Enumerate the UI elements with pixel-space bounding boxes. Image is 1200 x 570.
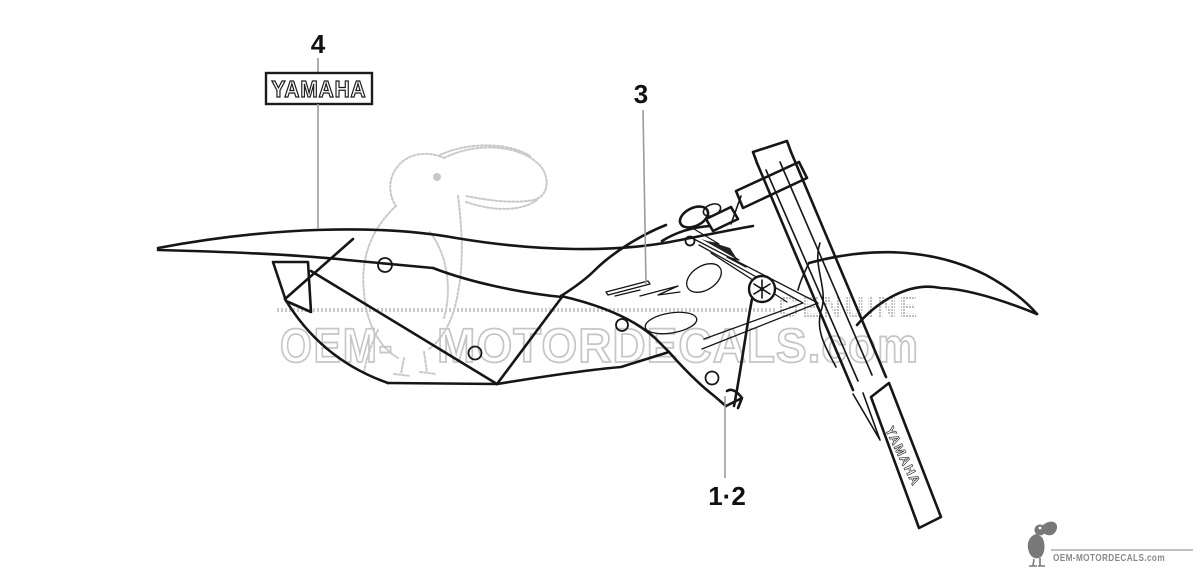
seat-front-edge bbox=[283, 237, 355, 301]
shroud-bottom-run bbox=[495, 350, 671, 386]
front-fender-left-edge bbox=[797, 262, 810, 291]
lower-panel-curve bbox=[283, 297, 390, 385]
shroud-right-edge bbox=[732, 297, 754, 408]
leaf-cutout-upper bbox=[686, 263, 722, 293]
tank-top-edge bbox=[660, 224, 712, 243]
panel-long-diagonal bbox=[309, 269, 499, 386]
footer-site-text: OEM-MOTORDECALS.com bbox=[1053, 552, 1165, 564]
brake-cable bbox=[817, 242, 837, 368]
fork-band-cap bbox=[751, 139, 793, 165]
callout-1-2-label: 1·2 bbox=[708, 481, 746, 511]
callouts-layer: 4 YAMAHA 3 1·2 bbox=[264, 29, 746, 511]
callout-3-label: 3 bbox=[634, 79, 648, 109]
shroud-inner-lower-edge bbox=[559, 294, 671, 354]
front-fender-top-edge bbox=[807, 250, 1039, 316]
shroud-left-edge bbox=[559, 223, 668, 298]
panel-up-edge bbox=[495, 295, 564, 386]
leaf-cutout-lower bbox=[644, 311, 698, 335]
triple-clamp-band bbox=[734, 160, 809, 210]
bolt-holes bbox=[377, 235, 720, 386]
rear-fender-bottom-edge bbox=[156, 248, 435, 270]
airbox-edge bbox=[431, 266, 564, 299]
yamaha-logo-decal-text: YAMAHA bbox=[272, 76, 367, 102]
fork-guard-outline bbox=[869, 381, 943, 530]
bar-clamp bbox=[704, 205, 740, 233]
front-fender-bottom-edge bbox=[855, 285, 1039, 327]
shroud-lower-edge bbox=[667, 350, 728, 408]
fork-tube-inner-lines bbox=[765, 161, 873, 382]
footer-toucan-icon bbox=[1027, 521, 1058, 567]
shroud-graphics bbox=[605, 228, 819, 350]
watermark-brand-right: MOTORDECALS.com bbox=[437, 320, 919, 373]
callout-4: 4 YAMAHA bbox=[264, 29, 374, 229]
fork-band-left bbox=[755, 161, 855, 392]
callout-3: 3 bbox=[634, 79, 648, 285]
watermark-layer: GENUINE OEM- MOTORDECALS.com bbox=[277, 144, 919, 377]
yz-logo-graphic bbox=[605, 280, 681, 297]
fork-band-right bbox=[789, 150, 888, 379]
fork-guard-spike bbox=[852, 392, 881, 441]
callout-3-leader bbox=[642, 109, 647, 285]
callout-4-label: 4 bbox=[311, 29, 326, 59]
fuel-cap bbox=[678, 205, 710, 229]
lightning-dart bbox=[701, 239, 737, 259]
panel-bottom-edge bbox=[386, 381, 499, 386]
footer-brand: OEM-MOTORDECALS.com bbox=[1027, 521, 1193, 567]
rear-fender-outline bbox=[156, 224, 755, 251]
callout-1-2: 1·2 bbox=[708, 396, 746, 511]
shroud-tip-hook bbox=[724, 388, 744, 410]
tuning-fork-emblem bbox=[747, 274, 777, 304]
watermark-brand-left: OEM- bbox=[280, 320, 394, 373]
side-panel-bracket bbox=[271, 260, 313, 314]
yamaha-logo-decal-box bbox=[264, 71, 374, 106]
